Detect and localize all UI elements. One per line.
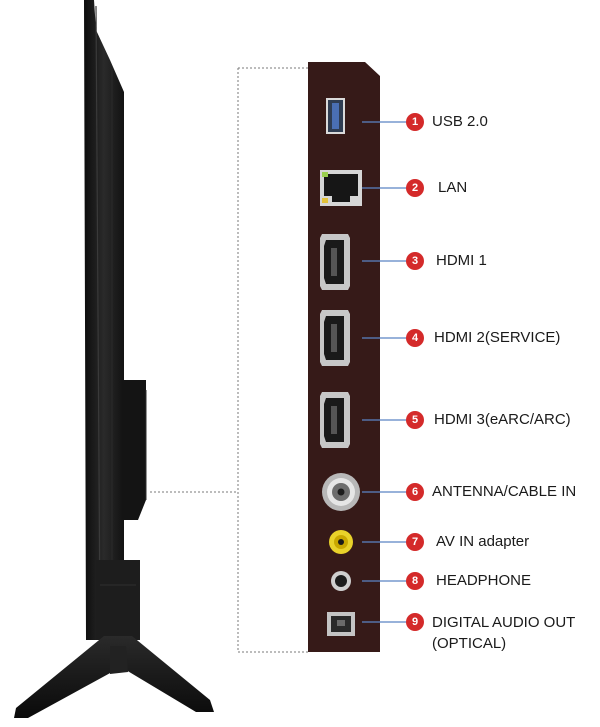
headphone-jack-icon [331,571,351,591]
port-label-hdmi-1: HDMI 1 [436,252,487,269]
port-label-headphone: HEADPHONE [436,572,532,589]
port-label-hdmi-3: HDMI 3(eARC/ARC) [434,411,571,428]
optical-port-icon [327,612,355,636]
port-label-optical: DIGITAL AUDIO OUT (OPTICAL) [432,614,576,652]
port-number-badge: 5 [406,411,424,429]
port-number-badge: 7 [406,533,424,551]
port-number-badge: 9 [406,613,424,631]
port-label-lan: LAN [438,179,468,196]
port-number-badge: 8 [406,572,424,590]
port-number-badge: 4 [406,329,424,347]
usb-port-icon [326,98,345,134]
av-jack-icon [329,530,353,554]
port-number-badge: 2 [406,179,424,197]
port-number-badge: 3 [406,252,424,270]
port-label-usb: USB 2.0 [432,113,488,130]
hdmi-port-icon [320,392,350,448]
hdmi-port-icon [320,234,350,290]
port-number-badge: 6 [406,483,424,501]
port-label-antenna: ANTENNA/CABLE IN [432,483,577,500]
ethernet-port-icon [320,170,362,206]
callout-bracket [150,67,310,653]
port-label-hdmi-2: HDMI 2(SERVICE) [434,329,561,346]
hdmi-port-icon [320,310,350,366]
coax-connector-icon [322,473,360,511]
port-label-av-in: AV IN adapter [436,533,530,550]
leader-lines [362,121,410,623]
port-number-badge: 1 [406,113,424,131]
tv-stand [14,636,214,718]
tv-side-profile [84,0,147,640]
